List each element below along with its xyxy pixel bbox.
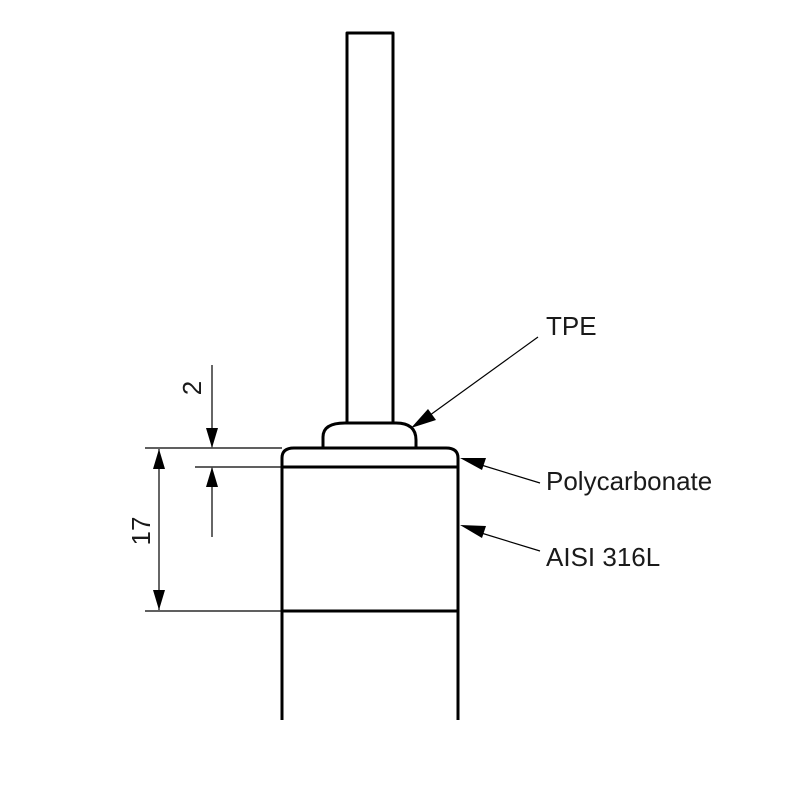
tpe-seal <box>321 421 418 447</box>
label-polycarbonate: Polycarbonate <box>546 466 712 496</box>
dimension-body-height-value: 17 <box>126 517 156 546</box>
leader-aisi: AISI 316L <box>460 525 660 572</box>
label-tpe: TPE <box>546 311 597 341</box>
dimension-top-cap: 2 <box>177 365 218 537</box>
polycarbonate-cap <box>280 446 460 468</box>
leader-polycarbonate: Polycarbonate <box>460 458 712 496</box>
label-aisi: AISI 316L <box>546 542 660 572</box>
stem <box>345 31 395 425</box>
dimension-top-cap-value: 2 <box>177 381 207 395</box>
dimension-body-height: 17 <box>126 449 165 610</box>
leader-tpe: TPE <box>411 311 597 428</box>
